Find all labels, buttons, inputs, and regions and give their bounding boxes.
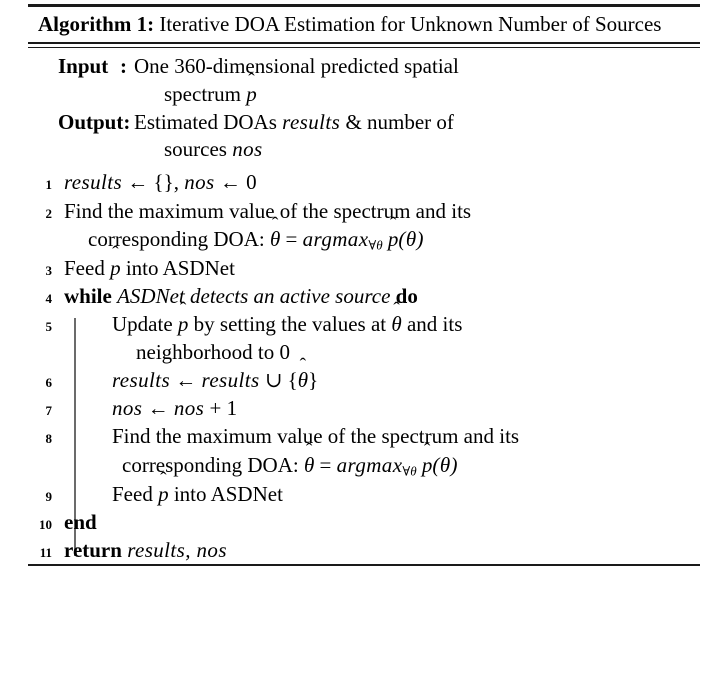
line-content: results ← {}, nos ← 0	[64, 170, 257, 195]
algorithm-body: 1 results ← {}, nos ← 0 2 Find the maxim…	[28, 166, 700, 564]
algorithm-line-return: 11 return results, nos	[28, 536, 700, 564]
io-row-input: Input : One 360-dimensional predicted sp…	[28, 53, 700, 81]
rule-after-title	[28, 41, 700, 48]
line-number: 11	[39, 544, 52, 560]
algorithm-line: 2 Find the maximum value of the spectrum…	[28, 197, 700, 254]
line-number: 10	[39, 516, 52, 532]
line-number: 1	[45, 177, 53, 193]
line-number: 3	[45, 262, 53, 278]
rule-top	[28, 4, 700, 7]
algorithm-line: 7 nos ← nos + 1	[28, 394, 700, 422]
algorithm-line: 3 Feed ̂p into ASDNet	[28, 254, 700, 282]
io-label-output: Output:	[58, 109, 131, 134]
io-block: Input : One 360-dimensional predicted sp…	[28, 48, 700, 167]
algorithm-line-end: 10 end	[28, 508, 700, 536]
line-continuation: corresponding DOA: ̂θ = argmax∀θ ̂p(θ)	[122, 452, 458, 479]
line-number: 6	[45, 375, 53, 391]
line-content: nos ← nos + 1	[112, 396, 238, 421]
line-content: end	[52, 508, 700, 536]
while-condition: ASDNet detects an active source	[117, 283, 391, 308]
return-values: results, nos	[127, 537, 227, 562]
io-label-input: Input	[58, 53, 109, 78]
line-content: Find the maximum value of the spectrum a…	[52, 422, 700, 479]
line-number: 8	[45, 431, 53, 447]
io-cont-input: spectrum ̂p	[164, 81, 257, 106]
io-text-input: One 360-dimensional predicted spatial	[134, 53, 459, 78]
line-text: Find the maximum value of the spectrum a…	[64, 198, 472, 223]
line-continuation: neighborhood to 0	[136, 340, 290, 365]
algorithm-line: 9 Feed ̂p into ASDNet	[28, 480, 700, 508]
algorithm-line: 8 Find the maximum value of the spectrum…	[28, 422, 700, 479]
algorithm-line: 1 results ← {}, nos ← 0	[28, 168, 700, 196]
line-content: Update ̂p by setting the values at ̂θ an…	[52, 310, 700, 366]
line-content: while ASDNet detects an active source do	[52, 282, 700, 310]
keyword-while: while	[64, 283, 112, 308]
algorithm-title-text: Iterative DOA Estimation for Unknown Num…	[159, 12, 662, 36]
algorithm-line: 6 results ← results ∪ {̂θ}	[28, 366, 700, 394]
line-number: 9	[45, 488, 53, 504]
algorithm-keyword: Algorithm 1:	[38, 12, 155, 36]
algorithm-line: 5 Update ̂p by setting the values at ̂θ …	[28, 310, 700, 366]
keyword-do: do	[395, 283, 418, 308]
io-colon-input: :	[120, 53, 127, 78]
line-text: Find the maximum value of the spectrum a…	[112, 424, 520, 449]
algorithm-block: Algorithm 1: Iterative DOA Estimation fo…	[28, 4, 700, 567]
io-cont-output: sources nos	[164, 137, 263, 162]
line-content: results ← results ∪ {̂θ}	[112, 368, 319, 393]
line-number: 4	[45, 290, 53, 306]
algorithm-title: Algorithm 1: Iterative DOA Estimation fo…	[28, 7, 700, 42]
rule-bottom	[28, 564, 700, 567]
line-content: Feed ̂p into ASDNet	[112, 481, 283, 506]
line-continuation: corresponding DOA: ̂θ = argmax∀θ ̂p(θ)	[88, 226, 424, 253]
line-number: 7	[45, 403, 53, 419]
line-number: 2	[45, 205, 53, 221]
line-content: Feed ̂p into ASDNet	[64, 255, 235, 280]
keyword-end: end	[64, 509, 97, 534]
algorithm-line-while: 4 while ASDNet detects an active source …	[28, 282, 700, 310]
io-row-output: Output: Estimated DOAs results & number …	[28, 109, 700, 137]
while-loop-bar	[74, 318, 76, 557]
keyword-return: return	[64, 537, 122, 562]
io-text-output: Estimated DOAs results & number of	[134, 109, 454, 134]
line-number: 5	[45, 318, 53, 334]
line-content: Find the maximum value of the spectrum a…	[52, 197, 700, 254]
line-content: return results, nos	[52, 536, 700, 564]
